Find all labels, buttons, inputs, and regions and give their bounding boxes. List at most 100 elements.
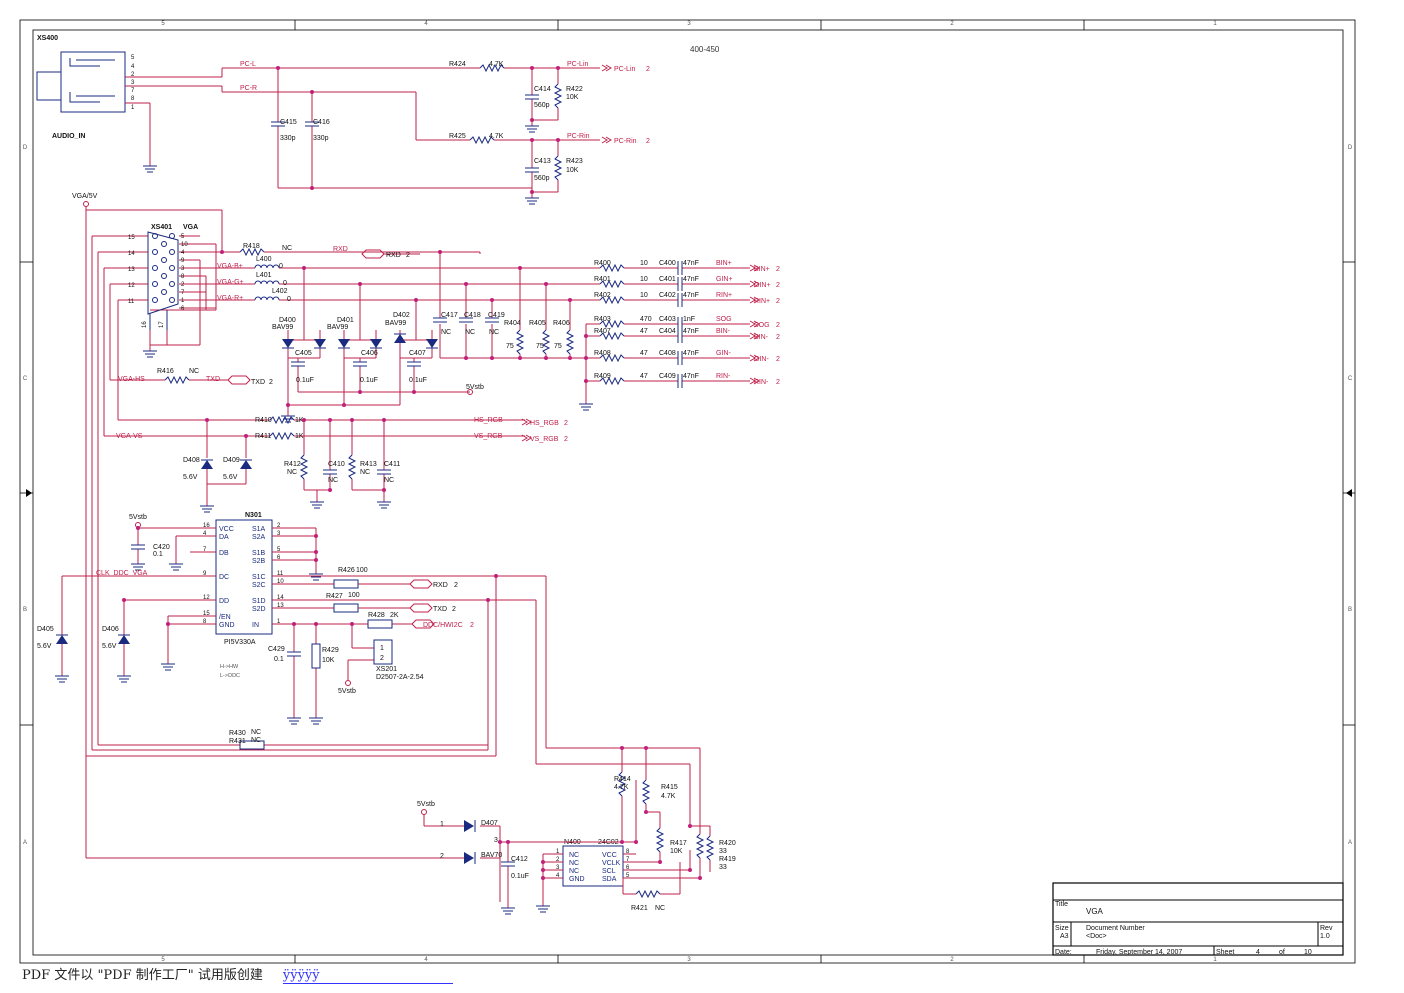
pin-number: 3 — [131, 80, 135, 86]
pin-number: 7 — [131, 88, 135, 94]
rgb-row-r-value: 10 — [640, 292, 648, 299]
d400-ref: D400 — [279, 317, 296, 324]
r423-ref: R423 — [566, 158, 583, 165]
zone-col-label: 2 — [950, 21, 954, 27]
d409-value: 5.6V — [223, 474, 238, 481]
n400-pin-name: NC — [569, 868, 579, 875]
offpage-sheet: 2 — [646, 66, 650, 73]
zone-labels: 5 4 3 2 1 5 4 3 2 1 D C B A D C B A — [23, 21, 1353, 963]
rgb-row-sheet: 2 — [776, 379, 780, 386]
rgb-row-net: RIN+ — [716, 292, 732, 299]
rgb-row-net: GIN- — [716, 350, 731, 357]
r431-value: NC — [251, 737, 261, 744]
net-pc-r: PC-R — [240, 85, 257, 92]
rxd-port-label: RXD — [433, 582, 448, 589]
rgb-row-net: SOG — [716, 316, 732, 323]
net-rxd: RXD — [333, 246, 348, 253]
rgb-row-c-ref: C404 — [659, 328, 676, 335]
rxd-sheet: 2 — [454, 582, 458, 589]
c417-value: NC — [441, 329, 451, 336]
c414-ref: C414 — [534, 86, 551, 93]
n301-pin-number: 10 — [277, 579, 284, 585]
rgb-row-net: RIN- — [716, 373, 731, 380]
r428-ref: R428 — [368, 612, 385, 619]
date-value: Friday, September 14, 2007 — [1096, 949, 1182, 956]
n301-pin-number: 5 — [277, 547, 281, 553]
pin-number: 5 — [181, 234, 185, 240]
audio-in-name: AUDIO_IN — [52, 133, 85, 140]
rgb-row-sheet: 2 — [776, 356, 780, 363]
c420-ref: C420 — [153, 544, 170, 551]
offpage-sheet: 2 — [564, 436, 568, 443]
n301-pin-name: DB — [219, 550, 229, 557]
r412-ref: R412 — [284, 461, 301, 468]
l400-ref: L400 — [256, 256, 272, 263]
vga-dsub-symbol — [147, 231, 179, 330]
rgb-row-sheet: 2 — [776, 282, 780, 289]
r426-value: 100 — [356, 567, 368, 574]
sheet-value: 4 — [1256, 949, 1260, 956]
switch-wires — [61, 527, 700, 765]
r429-value: 10K — [322, 657, 335, 664]
footer-link[interactable]: ÿÿÿÿÿ — [282, 968, 453, 984]
n301-pin-name: /EN — [219, 614, 231, 621]
n301-body — [215, 519, 273, 635]
rgb-row-r-ref: R408 — [594, 350, 611, 357]
n301-pin-number: 14 — [277, 595, 284, 601]
zone-col-label: 1 — [1213, 957, 1217, 963]
rxd-port-label: RXD — [386, 252, 401, 259]
rev-label: Rev — [1320, 925, 1333, 932]
5vstb-label: 5Vstb — [129, 514, 147, 521]
pin-number: 10 — [181, 242, 188, 248]
rgb-row-c-value: 47nF — [683, 260, 699, 267]
xs400-ref: XS400 — [37, 35, 58, 42]
vga-connector-name: VGA — [183, 224, 198, 231]
rgb-row-net: GIN+ — [716, 276, 733, 283]
d405-value: 5.6V — [37, 643, 52, 650]
d400-type: BAV99 — [272, 324, 293, 331]
r424-ref: R424 — [449, 61, 466, 68]
pin-number: 1 — [181, 298, 185, 304]
n301-pin-name: GND — [219, 622, 235, 629]
r410-value: 1K — [295, 417, 304, 424]
net-clk-ddc: CLK_DDC_VGA — [96, 570, 148, 577]
zone-row-label: C — [23, 376, 28, 382]
r418-value: NC — [282, 245, 292, 252]
audio-jack-symbol — [36, 51, 126, 113]
n400-pin-name: SCL — [602, 868, 616, 875]
d407-ref: D407 — [481, 820, 498, 827]
n301-pin-number: 13 — [277, 603, 284, 609]
n301-pin-name: S2A — [252, 534, 266, 541]
rgb-row-port: RIN+ — [754, 298, 770, 305]
r425-value: 4.7K — [489, 133, 504, 140]
l402-value: 0 — [287, 296, 291, 303]
n400-pin-number: 4 — [556, 873, 560, 879]
n301-pin-name: DC — [219, 574, 229, 581]
zone-col-label: 1 — [1213, 21, 1217, 27]
net-vga-vs: VGA-VS — [116, 433, 143, 440]
c412-ref: C412 — [511, 856, 528, 863]
n301-pin-number: 6 — [277, 555, 281, 561]
r421-value: NC — [655, 905, 665, 912]
footer-text: PDF 文件以 "PDF 制作工厂" 试用版创建 — [22, 968, 263, 983]
n301-pin-name: S1B — [252, 550, 266, 557]
n301-pin-number: 11 — [277, 571, 284, 577]
r404-ref: R404 — [504, 320, 521, 327]
pin-number: 1 — [131, 105, 135, 111]
pin-number: 17 — [159, 321, 165, 328]
rgb-row-port: SOG — [754, 322, 770, 329]
r429-ref: R429 — [322, 647, 339, 654]
rgb-row-port: GIN+ — [754, 282, 771, 289]
n301-pin-number: 3 — [277, 531, 281, 537]
c420-value: 0.1 — [153, 551, 163, 558]
txd-port-label: TXD — [433, 606, 447, 613]
pin-number: 8 — [181, 274, 185, 280]
n301-pin-number: 7 — [203, 547, 207, 553]
rgb-row-c-ref: C401 — [659, 276, 676, 283]
c418-ref: C418 — [464, 312, 481, 319]
pin-number: 12 — [128, 283, 135, 289]
c405-ref: C405 — [295, 350, 312, 357]
